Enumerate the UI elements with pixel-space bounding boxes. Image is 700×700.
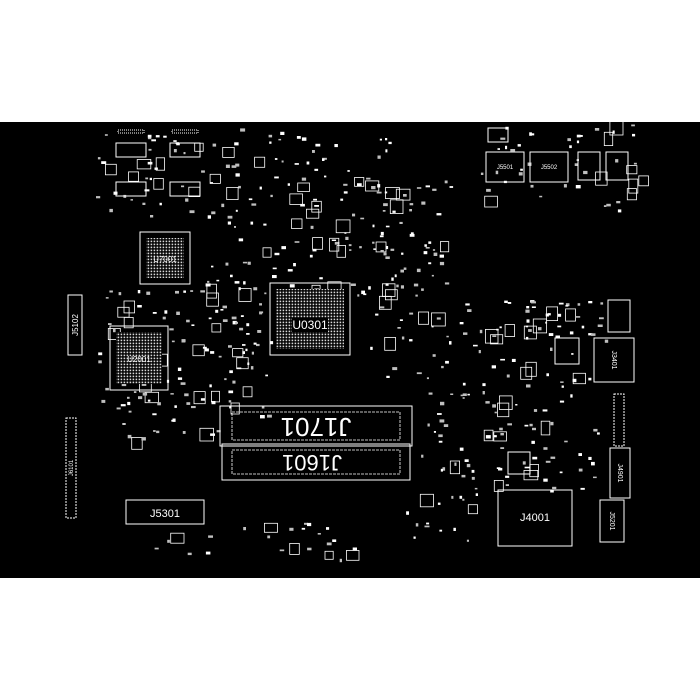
connector-j5102[interactable]: J5102	[67, 294, 83, 356]
chip-u0301-label: U0301	[292, 318, 328, 332]
connector-j5501[interactable]: J5501	[485, 151, 525, 183]
connector-j5102-label: J5102	[71, 314, 80, 336]
connector-j5502[interactable]: J5502	[529, 151, 569, 183]
connector-j5201[interactable]: J5201	[599, 499, 625, 543]
connector-j3401-label: J3401	[610, 350, 617, 369]
memory-slot-j1601[interactable]: J1601	[221, 443, 411, 481]
chip-u7001-label: U7001	[153, 255, 177, 264]
memory-slot-j1601-label: J1601	[282, 450, 342, 475]
connector-j6101[interactable]: J6101	[65, 417, 77, 519]
connector-j4001-label: J4001	[520, 512, 550, 524]
connector-j3401[interactable]: J3401	[593, 337, 635, 383]
connector-j6101-label: J6101	[69, 459, 75, 476]
memory-slot-j1701[interactable]: J1701	[219, 405, 413, 447]
memory-slot-j1701-label: J1701	[281, 412, 352, 442]
component-field	[96, 121, 649, 563]
connector-j5301-label: J5301	[150, 508, 180, 520]
connector-top-right-pair	[487, 127, 629, 181]
chip-small-right	[507, 337, 580, 475]
connector-j4901-label: J4901	[616, 463, 623, 482]
connector-j5201-label: J5201	[608, 511, 615, 530]
chip-u0301[interactable]: U0301	[269, 282, 351, 356]
memory-chip-group	[115, 129, 201, 197]
connector-j4901[interactable]: J4901	[609, 447, 631, 499]
connector-right-mid	[613, 393, 625, 447]
connector-j5502-label: J5502	[541, 165, 558, 171]
connector-j5301[interactable]: J5301	[125, 499, 205, 525]
connector-j4001[interactable]: J4001	[497, 489, 573, 547]
chip-u7001[interactable]: U7001	[139, 231, 191, 285]
connector-right-upper	[607, 299, 631, 333]
connector-j5501-label: J5501	[497, 165, 514, 171]
chip-u2001-label: U2001	[127, 355, 151, 364]
chip-u2001[interactable]: U2001	[109, 325, 169, 391]
